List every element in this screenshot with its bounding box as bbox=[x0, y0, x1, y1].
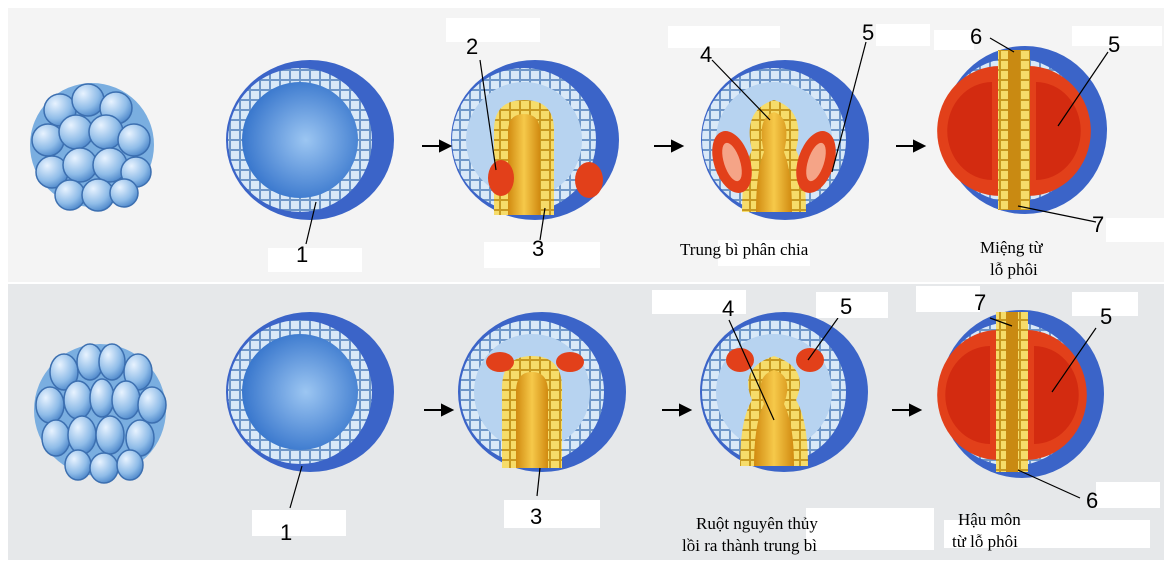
coelom-forming-bottom bbox=[700, 312, 868, 472]
label-2-top: 2 bbox=[466, 36, 478, 58]
label-5-top-middle: 5 bbox=[862, 22, 874, 44]
answer-box[interactable] bbox=[446, 18, 540, 42]
caption-mesoderm-splits: Trung bì phân chia bbox=[680, 240, 808, 260]
label-5-bottom-middle: 5 bbox=[840, 296, 852, 318]
caption-anus-from-blastopore-2: từ lỗ phôi bbox=[952, 532, 1018, 552]
answer-box[interactable] bbox=[1096, 482, 1160, 508]
blastula-top bbox=[226, 60, 394, 220]
label-6-bottom: 6 bbox=[1086, 490, 1098, 512]
label-3-bottom: 3 bbox=[530, 506, 542, 528]
answer-box[interactable] bbox=[268, 248, 362, 272]
label-4-bottom: 4 bbox=[722, 298, 734, 320]
caption-anus-from-blastopore-1: Hậu môn bbox=[958, 510, 1021, 530]
label-1-bottom: 1 bbox=[280, 522, 292, 544]
label-7-top: 7 bbox=[1092, 214, 1104, 236]
blastula-bottom bbox=[226, 312, 394, 472]
label-1-top: 1 bbox=[296, 244, 308, 266]
caption-gut-outpocket-1: Ruột nguyên thủy bbox=[696, 514, 818, 534]
label-6-top: 6 bbox=[970, 26, 982, 48]
label-3-top: 3 bbox=[532, 238, 544, 260]
label-5-bottom-right: 5 bbox=[1100, 306, 1112, 328]
answer-box[interactable] bbox=[1106, 218, 1166, 242]
caption-mouth-from-blastopore-1: Miệng từ bbox=[980, 238, 1043, 258]
answer-box[interactable] bbox=[934, 30, 974, 50]
answer-box[interactable] bbox=[916, 286, 980, 312]
final-stage-bottom bbox=[937, 310, 1104, 478]
answer-box[interactable] bbox=[876, 24, 930, 46]
gastrula-bottom bbox=[458, 312, 626, 472]
morula-bottom bbox=[34, 344, 166, 483]
morula-top bbox=[30, 83, 154, 211]
final-stage-top bbox=[937, 46, 1107, 214]
coelom-forming-top bbox=[701, 60, 869, 220]
gastrula-top bbox=[451, 60, 619, 220]
label-4-top: 4 bbox=[700, 44, 712, 66]
answer-box[interactable] bbox=[252, 510, 346, 536]
caption-gut-outpocket-2: lồi ra thành trung bì bbox=[682, 536, 817, 556]
label-5-top-right: 5 bbox=[1108, 34, 1120, 56]
caption-mouth-from-blastopore-2: lỗ phôi bbox=[990, 260, 1038, 280]
answer-box[interactable] bbox=[806, 508, 934, 550]
answer-box[interactable] bbox=[504, 500, 600, 528]
answer-box[interactable] bbox=[668, 26, 780, 48]
label-7-bottom: 7 bbox=[974, 292, 986, 314]
